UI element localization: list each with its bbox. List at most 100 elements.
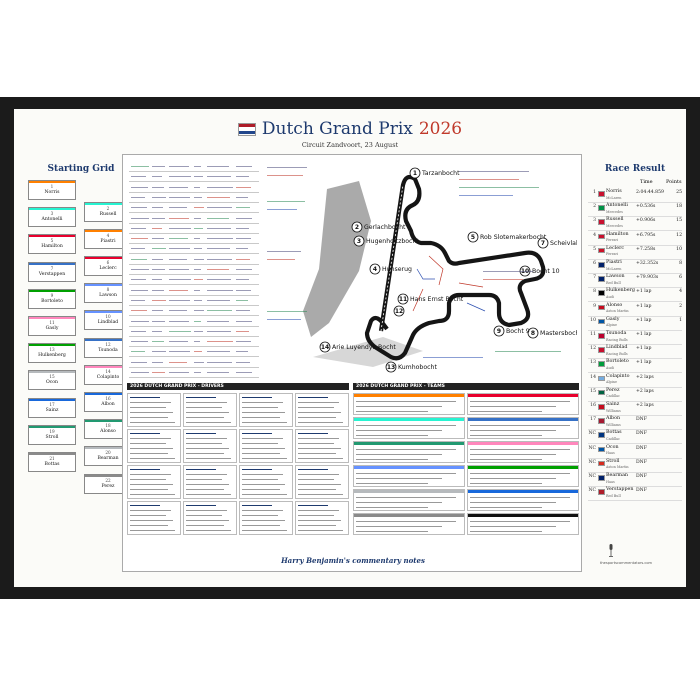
handwriting-stroke <box>236 176 249 178</box>
handwriting-stroke <box>131 248 145 250</box>
grid-driver-name: Norris <box>44 190 60 195</box>
handwriting-stroke <box>169 361 187 363</box>
handwriting-stroke <box>459 195 513 196</box>
handwriting-stroke <box>236 196 248 198</box>
text-line <box>242 530 287 532</box>
text-line <box>186 397 216 399</box>
commentary-footer: Harry Benjamin's commentary notes <box>281 556 425 565</box>
driver-panel <box>239 465 293 499</box>
handwriting-stroke <box>236 330 249 332</box>
text-line <box>186 422 231 424</box>
result-driver-name: Leclerc <box>606 245 625 251</box>
text-line <box>186 474 227 476</box>
starting-grid-title: Starting Grid <box>47 164 115 174</box>
grid-driver-name: Lindblad <box>97 320 119 326</box>
notes-row <box>129 264 259 275</box>
text-line <box>186 469 216 471</box>
driver-panel <box>183 465 237 499</box>
handwriting-stroke <box>207 351 230 353</box>
notes-row <box>129 316 259 327</box>
grid-position: 9 <box>50 292 54 298</box>
corner-name: Tarzanbocht <box>421 170 460 177</box>
handwriting-stroke <box>152 227 162 229</box>
handwriting-stroke <box>207 372 229 373</box>
handwriting-stroke <box>194 299 202 301</box>
text-line <box>186 402 227 404</box>
nationality-flag-icon <box>598 205 605 211</box>
text-line <box>242 397 272 399</box>
nationality-flag-icon <box>598 475 605 481</box>
text-line <box>470 401 570 403</box>
result-team-name: McLaren <box>606 195 622 200</box>
driver-panel <box>127 429 181 463</box>
grid-driver-name: Albon <box>101 402 115 407</box>
corner-name: Scheivlak <box>550 240 577 247</box>
handwriting-stroke <box>131 186 148 188</box>
handwriting-stroke <box>152 372 165 373</box>
grid-position: 19 <box>49 428 55 434</box>
grid-position: 14 <box>105 368 111 374</box>
handwriting-stroke <box>207 330 231 332</box>
grid-driver-name: Hulkenberg <box>38 353 66 359</box>
handwriting-stroke <box>152 279 162 281</box>
grid-driver-name: Alonso <box>100 429 116 435</box>
text-line <box>470 507 542 509</box>
team-color-bar <box>29 453 75 455</box>
result-team-name: Mercedes <box>606 223 623 228</box>
handwriting-stroke <box>194 361 204 363</box>
text-line <box>242 515 278 517</box>
text-line <box>186 448 229 450</box>
notes-row <box>129 243 259 255</box>
grid-driver-name: Verstappen <box>38 271 66 277</box>
text-line <box>470 531 542 533</box>
result-driver-name: Verstappen <box>606 487 634 493</box>
handwriting-stroke <box>207 320 229 322</box>
handwriting-stroke <box>495 351 561 352</box>
notes-row <box>129 233 259 245</box>
text-line <box>298 433 328 435</box>
handwriting-stroke <box>236 207 250 209</box>
handwriting-stroke <box>483 271 533 272</box>
result-driver-name: Norris <box>606 189 622 194</box>
handwriting-stroke <box>152 196 166 198</box>
handwriting-stroke <box>267 259 295 260</box>
driver-panel <box>239 393 293 427</box>
text-line <box>298 448 341 450</box>
team-color-bar <box>29 181 75 183</box>
result-team-name: Red Bull <box>606 280 621 285</box>
text-line <box>186 443 222 445</box>
corner-number-circle <box>537 237 549 249</box>
handwriting-stroke <box>194 310 204 312</box>
grid-position: 7 <box>50 265 54 271</box>
handwriting-stroke <box>131 372 149 373</box>
result-time: +79.903s <box>636 275 659 281</box>
result-time: +1 lap <box>636 346 652 352</box>
text-line <box>186 530 231 532</box>
handwriting-stroke <box>207 258 232 260</box>
notes-row <box>129 254 259 265</box>
grid-position: 12 <box>105 341 111 347</box>
text-line <box>356 526 442 528</box>
result-time: +1 lap <box>636 317 652 323</box>
driver-panel <box>183 429 237 463</box>
handwriting-stroke <box>236 248 248 250</box>
result-position: 2 <box>593 204 596 210</box>
driver-panel <box>127 465 181 499</box>
text-line <box>130 479 166 481</box>
text-line <box>242 422 287 424</box>
result-driver-name: Hamilton <box>606 231 629 237</box>
result-driver-name: Lindblad <box>606 345 628 351</box>
result-driver-name: Sainz <box>606 402 620 407</box>
corner-number: 3 <box>357 238 361 245</box>
text-line <box>242 407 278 409</box>
